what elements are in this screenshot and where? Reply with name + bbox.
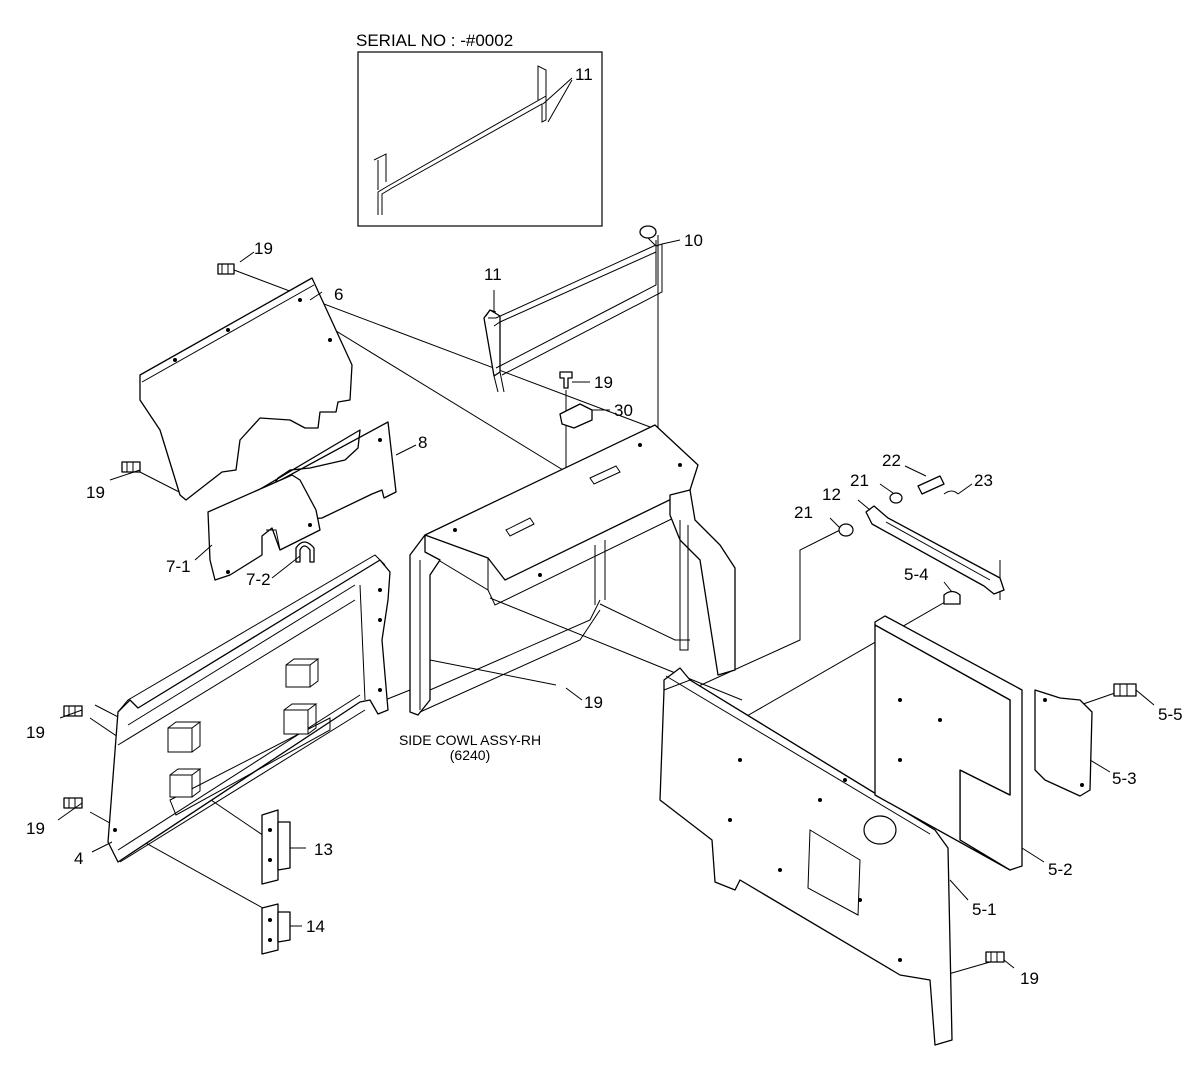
bolt-19-door-lower xyxy=(63,797,83,809)
part-5-1-cover xyxy=(659,667,953,1046)
part-7-2-clip xyxy=(295,541,315,563)
part-22-pin xyxy=(917,475,945,495)
callout-19-door-upper: 19 xyxy=(26,723,45,742)
part-23-clip xyxy=(943,490,959,495)
callout-10: 10 xyxy=(684,231,703,250)
inset-title: SERIAL NO : -#0002 xyxy=(356,31,513,50)
callout-5-2: 5-2 xyxy=(1048,860,1073,879)
callout-19-top: 19 xyxy=(254,239,273,258)
callout-23: 23 xyxy=(974,471,993,490)
bolt-19-bottom xyxy=(985,951,1005,963)
callout-19-door-lower: 19 xyxy=(26,819,45,838)
bolt-19-upper xyxy=(559,371,573,389)
callout-13: 13 xyxy=(314,840,333,859)
center-frame xyxy=(409,424,736,716)
callout-8: 8 xyxy=(418,433,427,452)
callout-5-4: 5-4 xyxy=(904,565,929,584)
part-12-rod xyxy=(865,505,1005,595)
bolt-19-5-5 xyxy=(1113,683,1137,697)
callout-5-1: 5-1 xyxy=(972,900,997,919)
callout-leaders xyxy=(57,239,1155,969)
callout-19-center: 19 xyxy=(584,693,603,712)
callout-labels: 19 6 11 10 19 30 8 19 7-1 7-2 22 21 23 1… xyxy=(26,231,1183,988)
assembly-note-line1: SIDE COWL ASSY-RH xyxy=(399,732,541,748)
part-7-1-plate xyxy=(207,474,321,581)
assembly-note: SIDE COWL ASSY-RH (6240) xyxy=(399,732,541,763)
part-4-door xyxy=(107,554,391,863)
callout-14: 14 xyxy=(306,917,325,936)
part-30-bracket xyxy=(559,403,593,429)
part-10-handle xyxy=(485,225,663,376)
callout-11: 11 xyxy=(484,265,502,284)
callout-22: 22 xyxy=(882,451,901,470)
part-21-washer-upper xyxy=(889,492,903,504)
inset-leader xyxy=(542,77,573,123)
callout-7-1: 7-1 xyxy=(166,557,191,576)
callout-19-bottom: 19 xyxy=(1020,969,1039,988)
assembly-note-line2: (6240) xyxy=(450,747,490,763)
callout-21-lower: 21 xyxy=(794,503,813,522)
callout-4: 4 xyxy=(74,849,83,868)
callout-7-2: 7-2 xyxy=(246,570,271,589)
part-5-4-pin xyxy=(943,590,961,605)
inset-callout-11: 11 xyxy=(575,65,593,84)
bolt-19-left xyxy=(121,461,141,473)
callout-12: 12 xyxy=(822,485,841,504)
callout-30: 30 xyxy=(614,401,633,420)
callout-19-bolt30: 19 xyxy=(594,373,613,392)
part-11-bar xyxy=(483,244,657,393)
serial-inset: SERIAL NO : -#0002 11 xyxy=(356,31,603,227)
part-13-hinge xyxy=(261,809,291,885)
callout-6: 6 xyxy=(334,285,343,304)
callout-5-3: 5-3 xyxy=(1112,769,1137,788)
inset-handle-part-11 xyxy=(373,65,547,215)
part-21-washer-lower xyxy=(838,523,854,537)
part-14-hinge xyxy=(261,903,291,955)
callout-5-5: 5-5 xyxy=(1158,705,1183,724)
callout-19-left: 19 xyxy=(86,483,105,502)
part-6-top-cover xyxy=(139,277,353,501)
part-5-2-pad xyxy=(874,615,1023,871)
bolt-19-top xyxy=(217,263,235,275)
callout-21-upper: 21 xyxy=(850,471,869,490)
part-5-3-plate xyxy=(1034,689,1093,797)
